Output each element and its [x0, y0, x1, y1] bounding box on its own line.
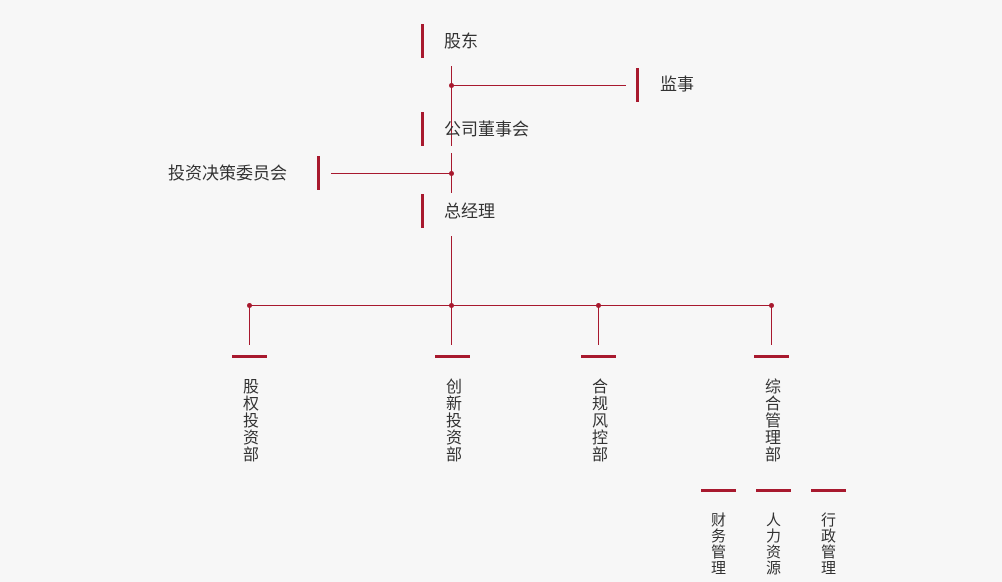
connector-supervisor	[451, 85, 626, 86]
subdept-marker	[756, 489, 791, 492]
connector-dept-compliance	[598, 305, 599, 345]
dept-marker	[435, 355, 470, 358]
dept-marker	[754, 355, 789, 358]
dept-label: 合规风控部	[589, 378, 608, 463]
connector-dept-general	[771, 305, 772, 345]
connector-committee	[331, 173, 452, 174]
dept-marker	[232, 355, 267, 358]
dept-label: 创新投资部	[443, 378, 462, 463]
node-label: 股东	[444, 32, 478, 52]
node-marker	[636, 68, 639, 102]
dept-label: 股权投资部	[240, 378, 259, 463]
node-label: 公司董事会	[444, 120, 529, 140]
node-marker	[317, 156, 320, 190]
subdept-marker	[811, 489, 846, 492]
node-label: 总经理	[444, 202, 495, 222]
node-marker	[421, 194, 424, 228]
connector-departments	[249, 305, 772, 306]
junction-dot	[449, 171, 454, 176]
connector-dept-innovation	[451, 305, 452, 345]
dept-label: 综合管理部	[762, 378, 781, 463]
subdept-marker	[701, 489, 736, 492]
connector-dept-equity	[249, 305, 250, 345]
node-label: 投资决策委员会	[168, 164, 287, 184]
node-marker	[421, 112, 424, 146]
connector-trunk-top	[451, 66, 452, 146]
junction-dot	[449, 83, 454, 88]
junction-dot	[449, 303, 454, 308]
junction-dot	[247, 303, 252, 308]
junction-dot	[769, 303, 774, 308]
connector-trunk-bottom	[451, 236, 452, 305]
dept-marker	[581, 355, 616, 358]
subdept-label: 人力资源	[764, 512, 782, 576]
node-marker	[421, 24, 424, 58]
node-label: 监事	[660, 75, 694, 95]
subdept-label: 财务管理	[709, 512, 727, 576]
junction-dot	[596, 303, 601, 308]
subdept-label: 行政管理	[819, 512, 837, 576]
